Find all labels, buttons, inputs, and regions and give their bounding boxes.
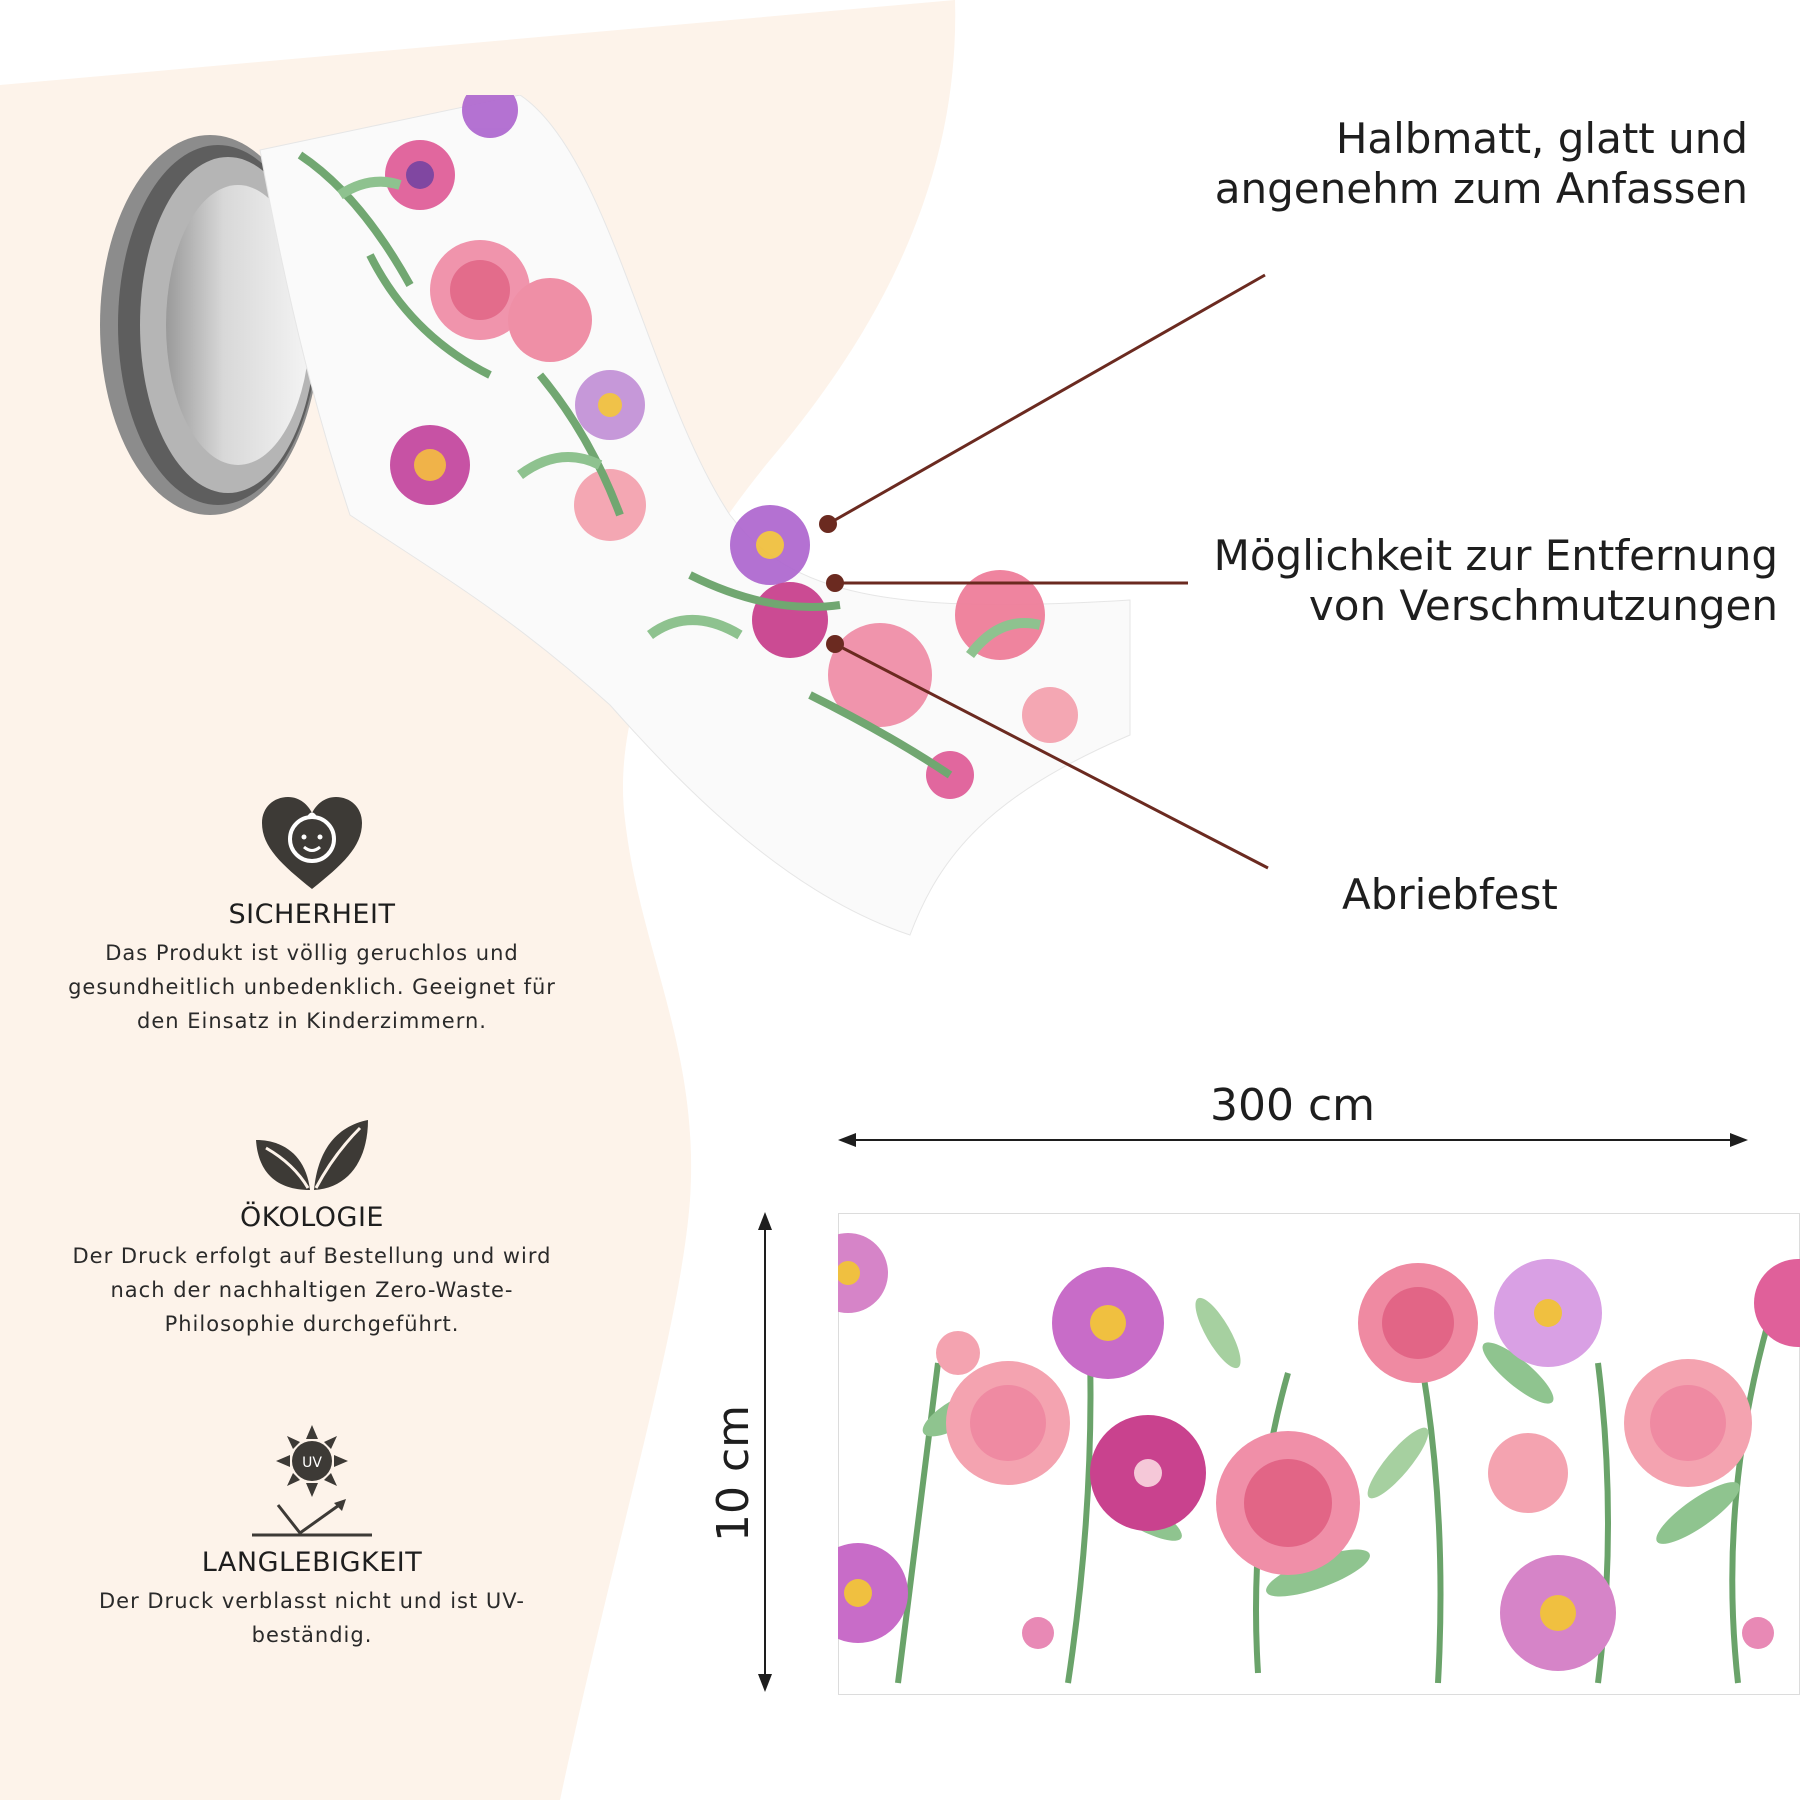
feature-safety: SICHERHEIT Das Produkt ist völlig geruch… — [32, 795, 592, 1038]
border-roll-image — [100, 95, 1131, 936]
uv-sun-icon: UV — [252, 1425, 372, 1537]
feature-durability-line: Der Druck verblasst nicht und ist UV- — [98, 1589, 525, 1613]
feature-safety-description: Das Produkt ist völlig geruchlos und ges… — [32, 936, 592, 1038]
feature-ecology: ÖKOLOGIE Der Druck erfolgt auf Bestellun… — [32, 1118, 592, 1341]
feature-durability-line: beständig. — [251, 1623, 373, 1647]
feature-ecology-title: ÖKOLOGIE — [239, 1202, 384, 1233]
leaves-icon — [256, 1120, 368, 1190]
feature-safety-title: SICHERHEIT — [228, 899, 396, 930]
feature-ecology-description: Der Druck erfolgt auf Bestellung und wir… — [32, 1239, 592, 1341]
callout-cleanable-line2: von Verschmutzungen — [1308, 581, 1778, 630]
feature-durability-title: LANGLEBIGKEIT — [201, 1547, 423, 1578]
feature-durability: UV LANGLEBIGKEIT Der Druck verblasst nic… — [32, 1425, 592, 1652]
width-label: 300 cm — [1210, 1080, 1376, 1131]
callout-abrasion: Abriebfest — [1342, 870, 1558, 920]
callout-matte-line1: Halbmatt, glatt und — [1335, 114, 1748, 163]
callout-abrasion-line1: Abriebfest — [1342, 870, 1558, 919]
uv-badge-text: UV — [302, 1455, 322, 1471]
callout-matte: Halbmatt, glatt und angenehm zum Anfasse… — [1048, 114, 1748, 214]
feature-ecology-line: Der Druck erfolgt auf Bestellung und wir… — [72, 1244, 552, 1268]
feature-durability-description: Der Druck verblasst nicht und ist UV- be… — [32, 1584, 592, 1652]
feature-ecology-line: Philosophie durchgeführt. — [164, 1312, 460, 1336]
callout-matte-line2: angenehm zum Anfassen — [1214, 164, 1748, 213]
border-strip-image — [838, 1213, 1800, 1695]
heart-baby-icon — [262, 797, 362, 889]
feature-safety-line: gesundheitlich unbedenklich. Geeignet fü… — [68, 975, 556, 999]
callout-cleanable-line1: Möglichkeit zur Entfernung — [1213, 531, 1778, 580]
feature-safety-line: Das Produkt ist völlig geruchlos und — [105, 941, 519, 965]
height-label: 10 cm — [708, 1404, 760, 1543]
callout-cleanable: Möglichkeit zur Entfernung von Verschmut… — [1078, 531, 1778, 631]
feature-safety-line: den Einsatz in Kinderzimmern. — [137, 1009, 487, 1033]
feature-ecology-line: nach der nachhaltigen Zero-Waste- — [110, 1278, 514, 1302]
